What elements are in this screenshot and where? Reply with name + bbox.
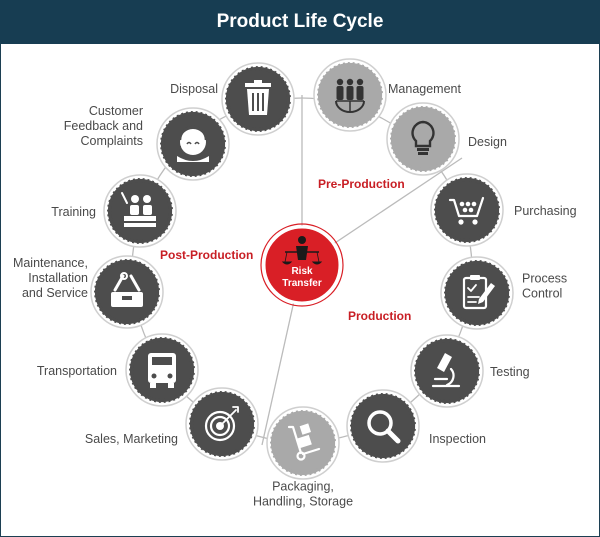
stage-maintenance-label: and Service bbox=[22, 286, 88, 300]
trash-bin-icon bbox=[245, 80, 271, 115]
stage-management: Management bbox=[313, 58, 461, 132]
stage-training: Training bbox=[51, 174, 177, 248]
people-globe-icon bbox=[335, 78, 365, 113]
stage-packaging-label: Packaging, bbox=[272, 480, 334, 494]
stage-disposal-label: Disposal bbox=[170, 82, 218, 96]
stage-testing-label: Testing bbox=[490, 365, 530, 379]
risk-label: Risk bbox=[291, 266, 313, 277]
stage-testing: Testing bbox=[410, 334, 530, 408]
stage-process-control-label: Process bbox=[522, 272, 567, 286]
stage-sales: Sales, Marketing bbox=[85, 387, 259, 461]
lightbulb-icon bbox=[411, 120, 435, 155]
headset-person-icon bbox=[177, 125, 209, 162]
classroom-icon bbox=[121, 192, 156, 227]
target-icon bbox=[204, 406, 239, 442]
stage-maintenance-label: Maintenance, bbox=[13, 256, 88, 270]
stage-transportation: Transportation bbox=[37, 333, 199, 407]
stage-management-label: Management bbox=[388, 82, 461, 96]
stage-feedback-label: Feedback and bbox=[64, 119, 143, 133]
truck-icon bbox=[148, 353, 176, 388]
stage-design-label: Design bbox=[468, 135, 507, 149]
stage-training-label: Training bbox=[51, 205, 96, 219]
page-title: Product Life Cycle bbox=[0, 0, 600, 44]
stage-feedback-label: Complaints bbox=[80, 134, 143, 148]
stage-inspection: Inspection bbox=[346, 389, 486, 463]
stage-sales-label: Sales, Marketing bbox=[85, 432, 178, 446]
stage-feedback-label: Customer bbox=[89, 104, 143, 118]
microscope-icon bbox=[431, 353, 461, 388]
scale-person-icon bbox=[281, 236, 323, 265]
pre-production-label: Pre-Production bbox=[318, 177, 405, 191]
magnifier-icon bbox=[367, 410, 401, 444]
clipboard-check-icon bbox=[462, 275, 495, 310]
transfer-label: Transfer bbox=[282, 278, 322, 289]
stage-packaging: Packaging,Handling, Storage bbox=[253, 406, 353, 509]
stage-purchasing: Purchasing bbox=[430, 173, 577, 247]
hand-truck-icon bbox=[287, 423, 321, 461]
stage-inspection-label: Inspection bbox=[429, 432, 486, 446]
stage-disposal: Disposal bbox=[170, 62, 295, 136]
stage-design: Design bbox=[386, 102, 507, 176]
stage-maintenance-label: Installation bbox=[28, 271, 88, 285]
stage-packaging-label: Handling, Storage bbox=[253, 495, 353, 509]
risk-transfer-center: Risk Transfer bbox=[260, 223, 344, 307]
stage-purchasing-label: Purchasing bbox=[514, 204, 577, 218]
stage-process-control-label: Control bbox=[522, 287, 562, 301]
toolbox-icon bbox=[111, 272, 143, 307]
post-production-label: Post-Production bbox=[160, 248, 253, 262]
production-label: Production bbox=[348, 309, 411, 323]
shopping-cart-icon bbox=[448, 196, 485, 225]
stage-transportation-label: Transportation bbox=[37, 364, 117, 378]
